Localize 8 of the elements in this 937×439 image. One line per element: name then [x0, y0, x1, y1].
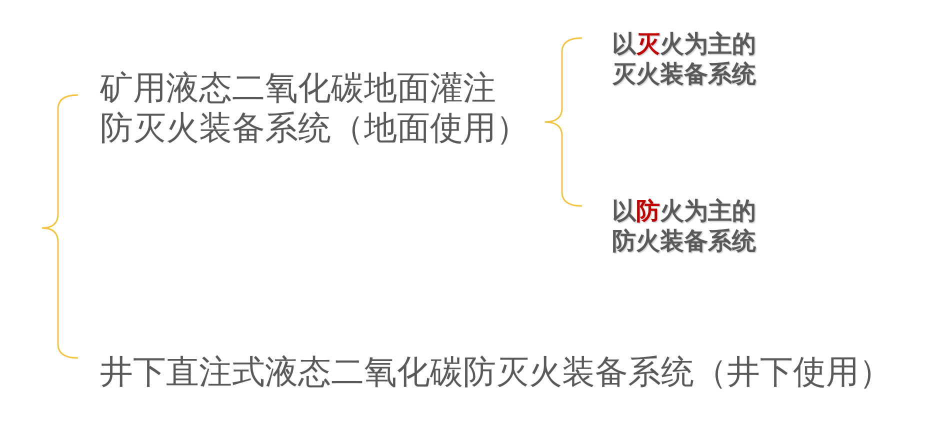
category-label: 矿用液态二氧化碳地面灌注防灭火装备系统（地面使用）	[78, 68, 545, 148]
subcategory-label: 以灭火为主的灭火装备系统	[582, 30, 768, 90]
brace-line	[544, 37, 582, 123]
brace-line	[42, 227, 78, 359]
subcategory-label: 以防火为主的防火装备系统	[582, 197, 768, 257]
brace-line	[544, 121, 582, 207]
brace-line	[42, 94, 78, 229]
category-label: 井下直注式液态二氧化碳防灭火装备系统（井下使用）	[78, 352, 908, 392]
